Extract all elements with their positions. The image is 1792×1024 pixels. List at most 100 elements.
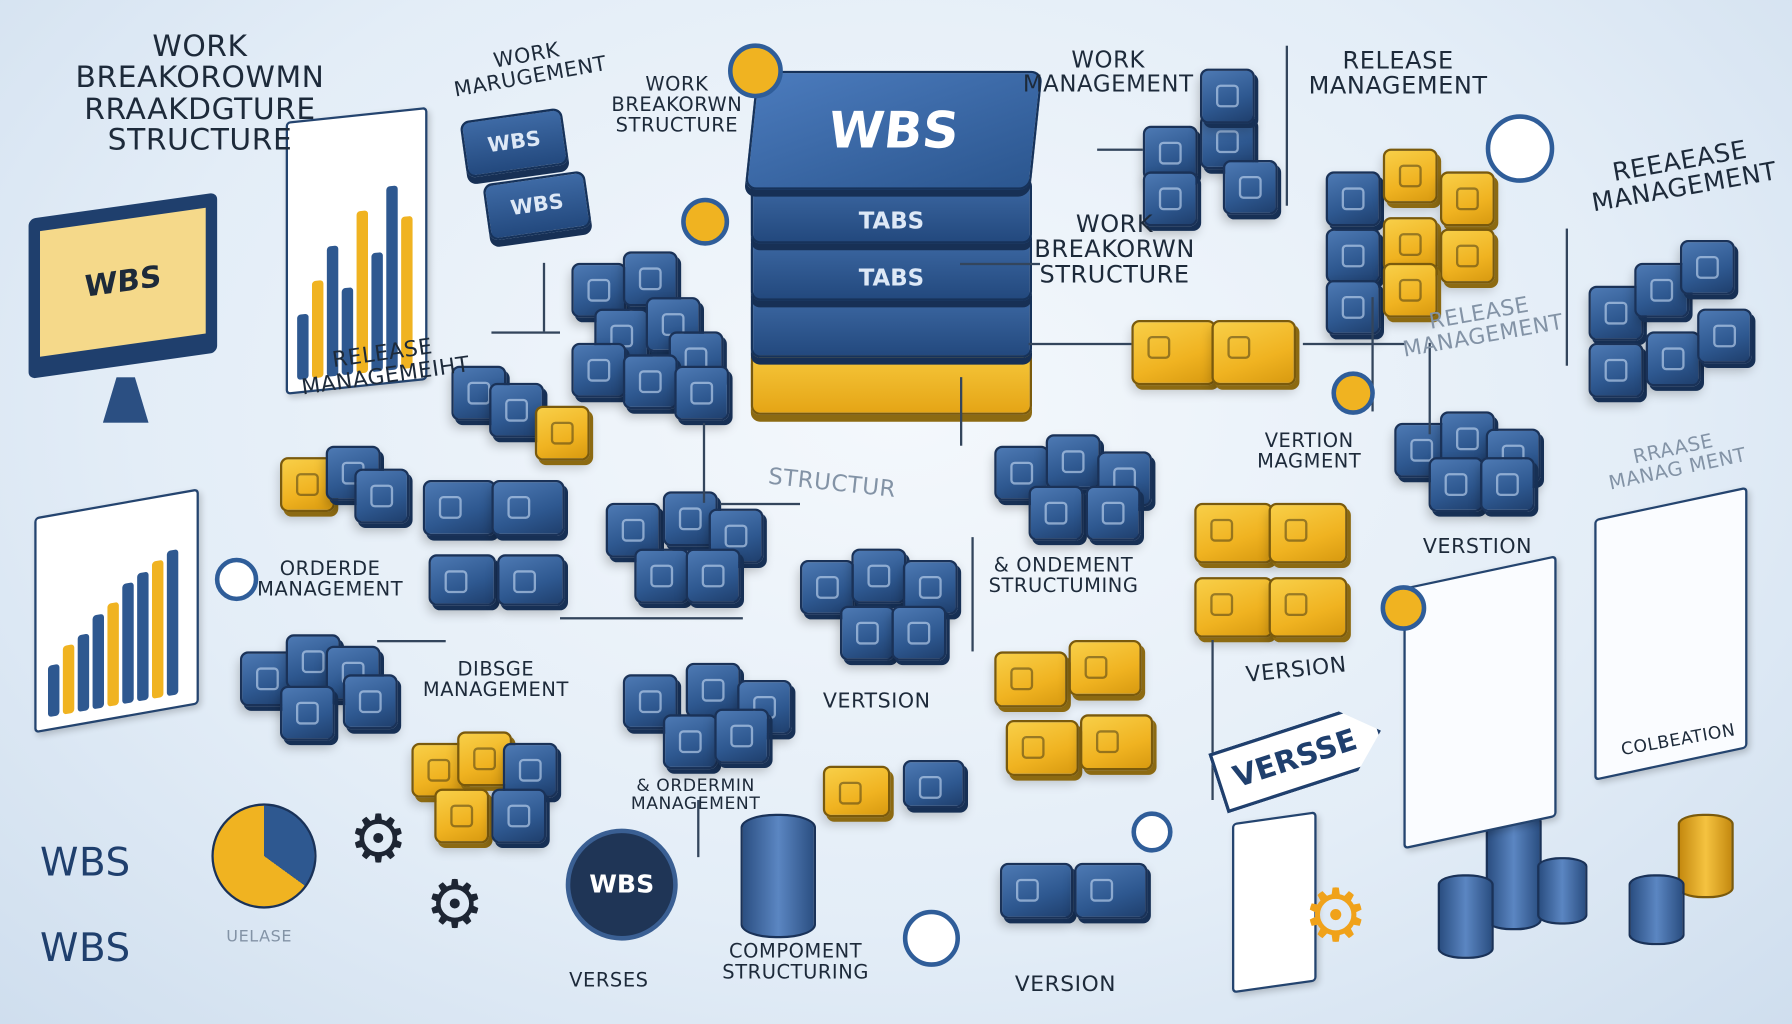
block-cube (839, 605, 895, 661)
monitor: WBS (28, 192, 218, 440)
connector-line (1428, 342, 1431, 435)
connector-line (1302, 342, 1406, 346)
database-icon (740, 813, 816, 939)
stack-layer: TABS (750, 234, 1032, 301)
stack-layer (750, 348, 1032, 415)
version-arrow-sign: VERSSE (1201, 679, 1398, 835)
pie-chart (211, 803, 317, 909)
block-cube (891, 605, 947, 661)
label: VERSES (569, 969, 649, 992)
block-cube (1194, 577, 1274, 638)
connector-line (1565, 228, 1568, 366)
block-cube (428, 554, 496, 606)
block-cube (1588, 342, 1644, 398)
block-cube (851, 548, 907, 604)
database-icon (1677, 813, 1734, 899)
block-cube (1382, 262, 1438, 318)
block-cube (1079, 714, 1154, 771)
label: WBS (39, 839, 131, 886)
label: COMPOMENT STRUCTURING (722, 940, 869, 984)
gear-icon: ⚙ (348, 799, 408, 878)
bar (77, 632, 90, 712)
circle-icon (1380, 585, 1427, 631)
label: REEAEASE MANAGEMENT (1589, 136, 1780, 219)
label: VERSION (1244, 651, 1348, 688)
block-cube (1068, 639, 1142, 696)
bar (92, 613, 104, 710)
block-cube (999, 862, 1074, 919)
document-panel (1403, 555, 1557, 850)
block-cube (622, 674, 678, 730)
block-cube (1479, 457, 1535, 512)
block-cube (1645, 331, 1701, 387)
label: VERTION MAGMENT (1257, 429, 1362, 473)
block-cube (1005, 719, 1079, 776)
block-cube (279, 685, 335, 741)
block-cube (491, 788, 547, 844)
label: DIBSGE MANAGEMENT (422, 658, 569, 702)
block-cube (497, 554, 565, 606)
label: & ORDERMIN MANAGEMENT (630, 774, 761, 814)
block-cube (1268, 577, 1348, 638)
block-cube (1222, 159, 1278, 215)
block-cube (1028, 485, 1084, 541)
block-cube (342, 674, 398, 730)
label: STRUCTUR (766, 461, 898, 503)
block-cube (1131, 319, 1216, 385)
block-cube (685, 548, 741, 604)
label: UELASE (226, 927, 293, 947)
block-cube (1199, 68, 1255, 124)
circle-icon (1331, 371, 1375, 415)
label: WORK MANAGEMENT (1022, 45, 1194, 98)
label: VERTSION (822, 689, 931, 714)
label: WORK BREAKORWN STRUCTURE (1034, 210, 1195, 289)
block-cube (1074, 862, 1148, 919)
block-cube (1697, 308, 1752, 364)
connector-line (559, 617, 743, 620)
stack-top: WBS (744, 70, 1043, 190)
block-cube (1382, 148, 1438, 204)
label: ORDERDE MANAGEMENT (257, 557, 404, 601)
gear-icon: ⚙ (1302, 874, 1369, 959)
block-cube (1325, 279, 1381, 335)
stack-layer (750, 291, 1032, 358)
block-cube (1045, 434, 1101, 490)
block-cube (634, 548, 690, 604)
block-cube (662, 714, 718, 770)
wbs-coin: WBS (565, 828, 678, 941)
block-cube (534, 405, 590, 461)
block-cube (1428, 457, 1484, 512)
connector-line (1371, 297, 1374, 412)
block-cube (622, 251, 678, 307)
block-cube (279, 457, 335, 512)
connector-line (1285, 45, 1288, 206)
block-cube (1679, 239, 1735, 295)
block-cube (1142, 171, 1198, 227)
bar (137, 570, 149, 702)
bar (107, 601, 119, 707)
block-cube (1439, 228, 1495, 284)
bar (122, 582, 134, 705)
block-cube (571, 342, 627, 398)
connector-line (491, 331, 560, 334)
block-cube (1325, 171, 1381, 227)
block-cube (822, 765, 891, 818)
block-cube (434, 788, 490, 844)
block-cube (354, 468, 410, 524)
label: & ONDEMENT STRUCTUMING (988, 554, 1139, 598)
block-cube (714, 708, 770, 764)
chart-icon (902, 909, 960, 967)
connector-line (702, 422, 706, 503)
connector-line (542, 262, 546, 332)
target-icon (1485, 114, 1555, 183)
connector-line (1028, 342, 1132, 346)
label: VERSION (1014, 971, 1117, 997)
database-icon (1437, 874, 1494, 959)
wbs-box: WBS (482, 170, 593, 242)
connector-line (971, 537, 974, 652)
block-cube (1085, 485, 1141, 541)
bar-chart-panel (34, 488, 199, 734)
bar (151, 559, 164, 699)
bar (166, 548, 179, 697)
wbs-box: WBS (459, 107, 570, 179)
